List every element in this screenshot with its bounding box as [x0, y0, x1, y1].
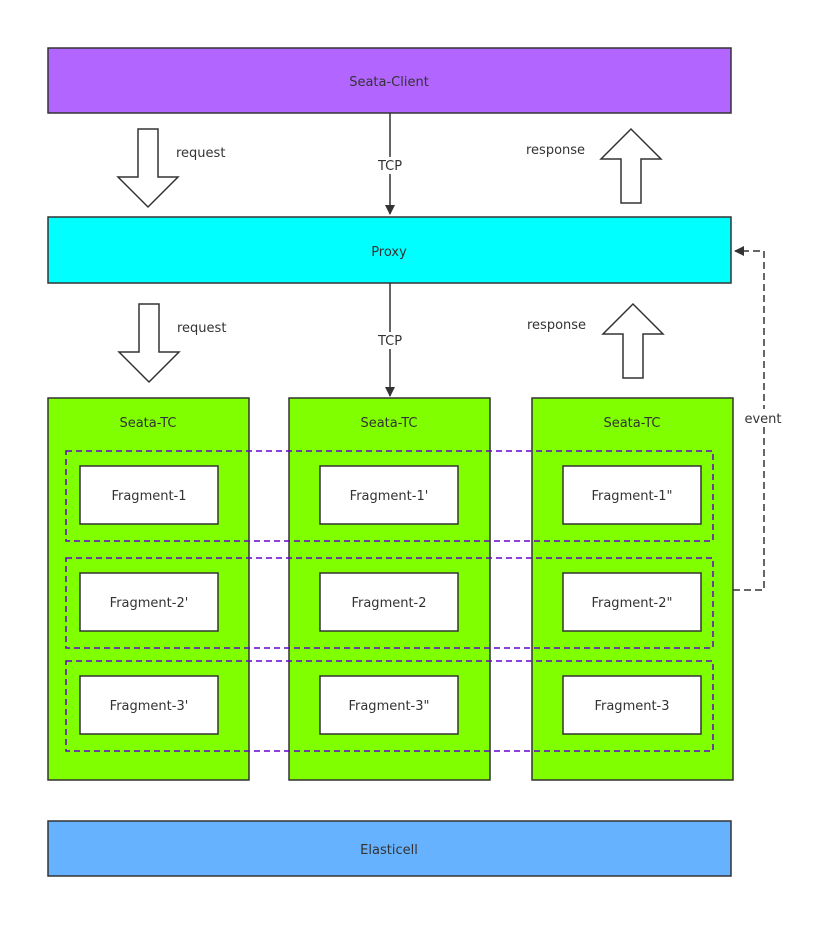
response-arrow-top — [599, 127, 663, 204]
fragment-box: Fragment-3 — [562, 675, 702, 735]
request-label-top: request — [176, 146, 225, 161]
fragment-group-3-outline — [65, 660, 714, 752]
request-arrow-mid — [117, 303, 181, 384]
response-arrow-mid — [601, 302, 665, 379]
seata-client-label: Seata-Client — [349, 75, 429, 90]
fragment-label: Fragment-1' — [350, 489, 429, 504]
fragment-group-1-outline — [65, 450, 714, 542]
fragment-label: Fragment-1" — [591, 489, 672, 504]
fragment-box: Fragment-2' — [79, 572, 219, 632]
fragment-group-2-outline — [65, 557, 714, 649]
fragment-label: Fragment-3' — [110, 699, 189, 714]
fragment-label: Fragment-1 — [111, 489, 186, 504]
event-label: event — [744, 412, 781, 427]
request-arrow-top — [116, 128, 180, 209]
proxy-box: Proxy — [47, 216, 732, 284]
fragment-box: Fragment-1 — [79, 465, 219, 525]
seata-tc-title: Seata-TC — [119, 416, 176, 431]
seata-client-box: Seata-Client — [47, 47, 732, 114]
elasticell-box: Elasticell — [47, 820, 732, 877]
fragment-label: Fragment-3" — [348, 699, 429, 714]
response-label-mid: response — [527, 318, 586, 333]
seata-tc-title: Seata-TC — [360, 416, 417, 431]
fragment-box: Fragment-2 — [319, 572, 459, 632]
fragment-box: Fragment-3" — [319, 675, 459, 735]
fragment-label: Fragment-2" — [591, 596, 672, 611]
proxy-label: Proxy — [371, 245, 407, 260]
tcp-label-top: TCP — [377, 159, 402, 174]
fragment-box: Fragment-1' — [319, 465, 459, 525]
tcp-label-mid: TCP — [377, 334, 402, 349]
elasticell-label: Elasticell — [360, 843, 418, 858]
fragment-box: Fragment-3' — [79, 675, 219, 735]
fragment-box: Fragment-1" — [562, 465, 702, 525]
fragment-box: Fragment-2" — [562, 572, 702, 632]
response-label-top: response — [526, 143, 585, 158]
fragment-label: Fragment-3 — [594, 699, 669, 714]
fragment-label: Fragment-2' — [110, 596, 189, 611]
request-label-mid: request — [177, 321, 226, 336]
fragment-label: Fragment-2 — [351, 596, 426, 611]
seata-tc-title: Seata-TC — [603, 416, 660, 431]
